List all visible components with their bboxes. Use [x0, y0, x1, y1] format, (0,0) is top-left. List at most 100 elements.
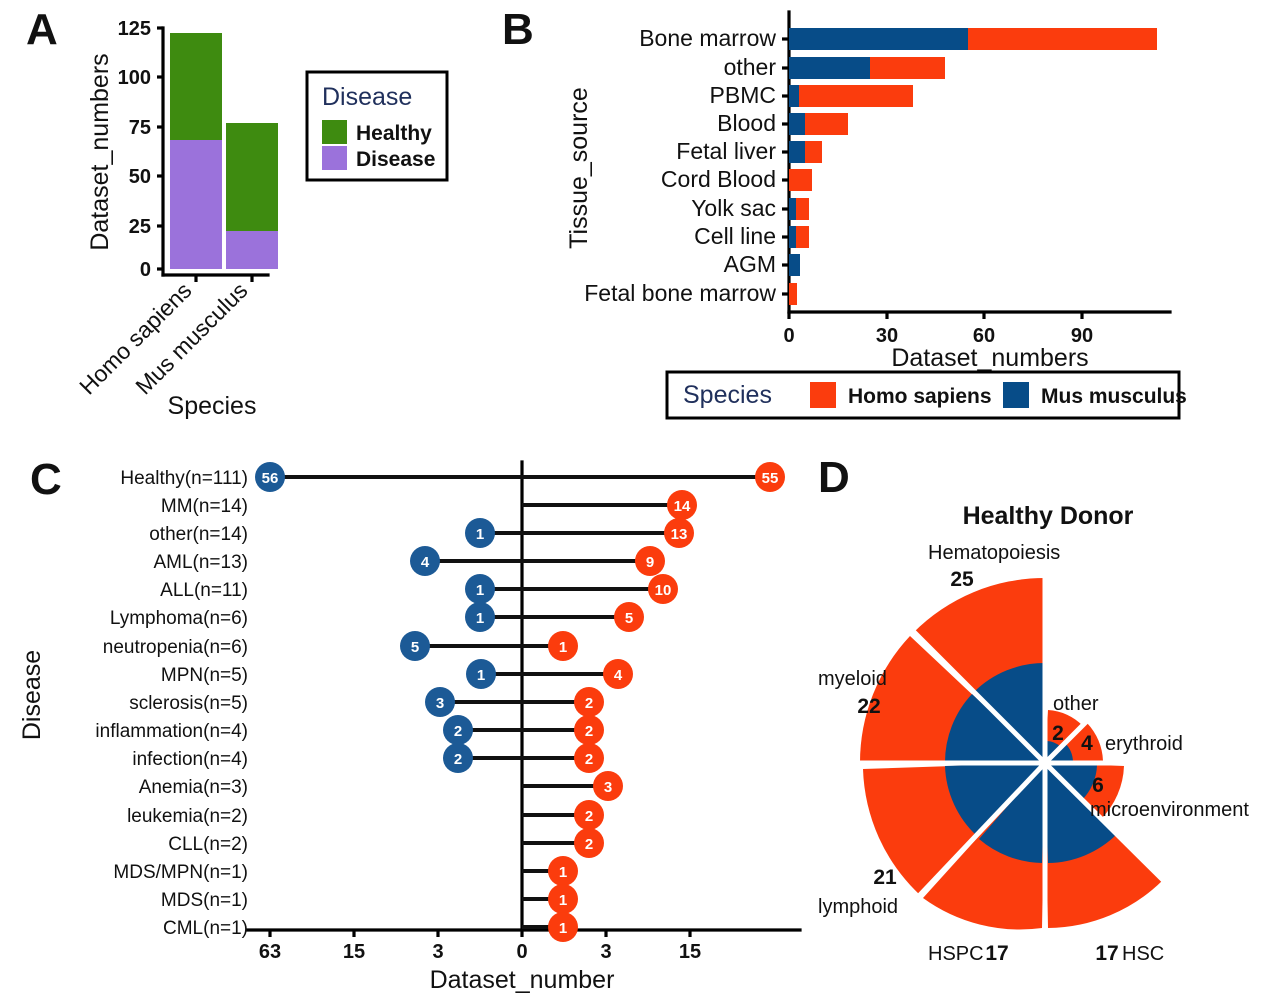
- panel-c-row-mpn: 1 4: [466, 659, 633, 689]
- panel-c-cat-cll: CLL(n=2): [168, 834, 248, 855]
- panel-a-legend-label-disease: Disease: [356, 148, 435, 171]
- panel-c-cat-mm: MM(n=14): [161, 496, 248, 517]
- panel-b-ytick-blood: Blood: [717, 110, 776, 136]
- panel-d-label-lymphoid: lymphoid: [818, 896, 898, 918]
- panel-c-dot-homo-mds-mpn[interactable]: [548, 856, 578, 886]
- panel-b-bar-homo-fetal-liver: [805, 141, 822, 163]
- panel-a-legend-swatch-disease[interactable]: [322, 146, 347, 170]
- panel-c-dot-homo-leukemia[interactable]: [574, 800, 604, 830]
- panel-c-dot-mus-aml[interactable]: [410, 546, 440, 576]
- panel-b-legend-swatch-mus-musculus[interactable]: [1003, 382, 1029, 408]
- panel-a-ytick-25: 25: [129, 216, 151, 238]
- panel-c-xtick-63-left: 63: [259, 941, 281, 963]
- panel-c-cat-sclerosis: sclerosis(n=5): [129, 693, 248, 714]
- panel-c-dot-mus-healthy[interactable]: [255, 462, 285, 492]
- panel-c-dot-mus-sclerosis[interactable]: [425, 687, 455, 717]
- panel-d-segment-lymphoid[interactable]: [863, 763, 1045, 895]
- panel-c-dot-mus-neutropenia[interactable]: [400, 631, 430, 661]
- panel-c-row-other: 1 13: [465, 518, 694, 548]
- panel-d-spokes: [857, 575, 1169, 932]
- panel-c-dot-homo-mds[interactable]: [548, 884, 578, 914]
- panel-c-xtick-3-left: 3: [432, 941, 443, 963]
- panel-c-cat-lymphoma: Lymphoma(n=6): [110, 608, 248, 629]
- panel-b-row-fetal-bone-marrow: [789, 283, 797, 305]
- panel-c-cat-all: ALL(n=11): [160, 580, 248, 601]
- panel-b: B Bone marrow other PBMC Blood Fetal liv…: [490, 0, 1276, 430]
- panel-c-dot-mus-all[interactable]: [465, 574, 495, 604]
- panel-c-dot-homo-cll[interactable]: [574, 828, 604, 858]
- svg-text:2: 2: [454, 751, 462, 768]
- panel-c-dot-homo-mm[interactable]: [667, 490, 697, 520]
- panel-d-segment-hsc[interactable]: [1045, 763, 1163, 928]
- panel-d-label-myeloid: myeloid: [818, 668, 887, 690]
- panel-a-ytick-75: 75: [129, 117, 151, 139]
- svg-text:3: 3: [436, 695, 444, 712]
- panel-b-bar-mus-fetal-liver: [789, 141, 805, 163]
- panel-c-dot-homo-mpn[interactable]: [603, 659, 633, 689]
- panel-b-ytick-yolk-sac: Yolk sac: [691, 195, 776, 221]
- panel-c-cat-leukemia: leukemia(n=2): [127, 806, 248, 827]
- panel-b-ytick-fetal-liver: Fetal liver: [676, 138, 776, 164]
- panel-c-row-all: 1 10: [465, 574, 678, 604]
- panel-c-cat-anemia: Anemia(n=3): [139, 777, 248, 798]
- panel-c-x-axis-title: Dataset_number: [430, 966, 615, 994]
- panel-d-label-hspc: HSPC: [928, 943, 984, 965]
- svg-text:10: 10: [655, 582, 672, 599]
- panel-c-dot-homo-aml[interactable]: [635, 546, 665, 576]
- panel-c-xtick-15-right: 15: [679, 941, 701, 963]
- panel-b-ytick-cell-line: Cell line: [694, 223, 776, 249]
- panel-c-dot-homo-lymphoma[interactable]: [614, 602, 644, 632]
- panel-d-segment-hspc[interactable]: [923, 763, 1045, 930]
- panel-c-cat-cml: CML(n=1): [163, 918, 248, 939]
- panel-b-row-agm: [789, 254, 800, 276]
- panel-d-label-other: other: [1053, 693, 1099, 715]
- panel-c-xtick-15-left: 15: [343, 941, 365, 963]
- panel-b-x-axis-title: Dataset_numbers: [891, 344, 1088, 372]
- panel-d-label-microenvironment: microenvironment: [1090, 799, 1249, 821]
- panel-d-rose: [857, 575, 1169, 932]
- panel-d-segment-microenvironment[interactable]: [1045, 763, 1165, 878]
- panel-d-title: Healthy Donor: [963, 502, 1134, 530]
- panel-b-bar-homo-blood: [805, 113, 848, 135]
- panel-a-ytick-125: 125: [118, 18, 151, 40]
- panel-b-legend-swatch-homo-sapiens[interactable]: [810, 382, 836, 408]
- panel-c-row-infection: 2 2: [443, 743, 604, 773]
- panel-a-chart: 125 100 75 50 25 0 Homo sapiens Mus musc…: [74, 18, 449, 420]
- svg-text:5: 5: [411, 639, 419, 656]
- panel-c-dot-mus-mpn[interactable]: [466, 659, 496, 689]
- svg-text:56: 56: [262, 470, 279, 487]
- panel-c-dot-homo-sclerosis[interactable]: [574, 687, 604, 717]
- panel-c-dot-mus-lymphoma[interactable]: [465, 602, 495, 632]
- panel-b-bar-homo-yolk-sac: [796, 198, 809, 220]
- panel-c-rows: 56 55 14 1 13 4: [255, 462, 785, 942]
- panel-c-dot-homo-infection[interactable]: [574, 743, 604, 773]
- panel-d-chart: Healthy Donor: [818, 502, 1249, 965]
- svg-text:2: 2: [585, 723, 593, 740]
- panel-d-label-erythroid: erythroid: [1105, 733, 1183, 755]
- panel-b-bar-homo-cell-line: [796, 226, 809, 248]
- panel-c-row-anemia: 3: [522, 771, 623, 801]
- panel-c-dot-mus-infection[interactable]: [443, 743, 473, 773]
- panel-b-chart: Bone marrow other PBMC Blood Fetal liver…: [565, 10, 1187, 420]
- panel-c-dot-mus-inflammation[interactable]: [443, 715, 473, 745]
- panel-c-dot-homo-cml[interactable]: [548, 912, 578, 942]
- panel-c-dot-mus-other[interactable]: [465, 518, 495, 548]
- panel-c-dot-homo-other[interactable]: [664, 518, 694, 548]
- panel-c-dot-homo-all[interactable]: [648, 574, 678, 604]
- svg-text:4: 4: [614, 667, 623, 684]
- panel-d-segment-hematopoiesis[interactable]: [913, 577, 1045, 763]
- panel-c-dot-homo-anemia[interactable]: [593, 771, 623, 801]
- panel-c-cat-infection: infection(n=4): [132, 749, 248, 770]
- panel-c-cat-mds: MDS(n=1): [161, 890, 248, 911]
- panel-b-bar-homo-bone-marrow: [968, 28, 1157, 50]
- panel-a-y-ticks: 125 100 75 50 25 0: [118, 18, 163, 281]
- svg-text:1: 1: [476, 526, 484, 543]
- panel-a-legend: Disease Healthy Disease: [305, 70, 449, 182]
- panel-d-segment-myeloid[interactable]: [859, 636, 1045, 763]
- panel-c-dot-homo-inflammation[interactable]: [574, 715, 604, 745]
- svg-text:4: 4: [421, 554, 430, 571]
- svg-text:1: 1: [559, 864, 567, 881]
- panel-c-dot-homo-healthy[interactable]: [755, 462, 785, 492]
- panel-c-dot-homo-neutropenia[interactable]: [548, 631, 578, 661]
- panel-a-legend-swatch-healthy[interactable]: [322, 120, 347, 144]
